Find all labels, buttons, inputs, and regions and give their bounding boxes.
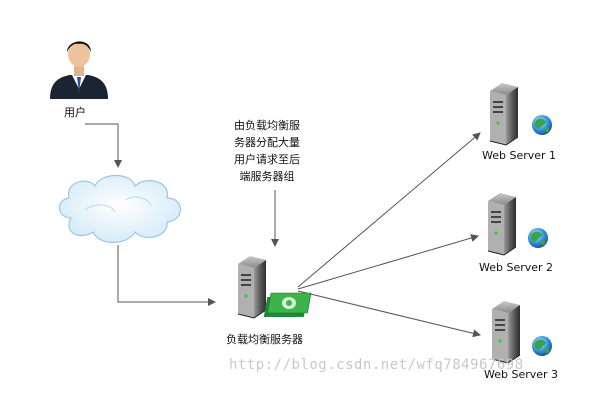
load-balancer-note: 由负载均衡服 务器分配大量 用户请求至后 端服务器组 bbox=[222, 117, 312, 185]
load-balancer-label: 负载均衡服务器 bbox=[226, 333, 303, 346]
lb-to-server-2-connector bbox=[297, 234, 479, 290]
web-server-1-label: Web Server 1 bbox=[482, 149, 557, 162]
globe-icon bbox=[532, 115, 552, 135]
web-server-3-icon bbox=[491, 300, 552, 364]
web-server-3-label: Web Server 3 bbox=[484, 368, 559, 381]
lb-to-server-1-connector bbox=[297, 132, 481, 288]
note-line-2: 务器分配大量 bbox=[234, 136, 300, 149]
note-line-3: 用户请求至后 bbox=[234, 153, 300, 166]
load-balancer-server-icon bbox=[237, 255, 267, 319]
cloud-to-load-balancer-connector bbox=[117, 245, 216, 306]
note-line-4: 端服务器组 bbox=[239, 170, 295, 183]
web-server-1-icon bbox=[489, 82, 552, 146]
user-to-cloud-connector bbox=[85, 123, 122, 168]
web-server-2-label: Web Server 2 bbox=[479, 261, 554, 274]
web-server-2-icon bbox=[487, 192, 548, 256]
user-label: 用户 bbox=[64, 106, 86, 119]
globe-icon bbox=[528, 228, 548, 248]
note-line-1: 由负载均衡服 bbox=[234, 119, 300, 132]
cloud-icon bbox=[58, 174, 182, 244]
lb-to-server-3-connector bbox=[297, 290, 481, 338]
watermark: http://blog.csdn.net/wfq784967698 bbox=[229, 357, 524, 373]
money-icon bbox=[263, 292, 312, 317]
globe-icon bbox=[532, 336, 552, 356]
businessman-icon bbox=[50, 41, 108, 99]
